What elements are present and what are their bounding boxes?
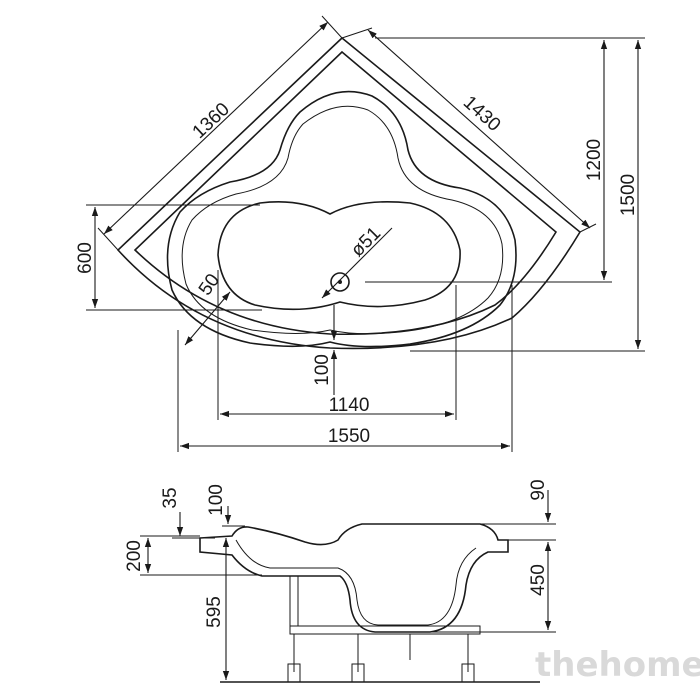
dim-rim-200: 200	[124, 540, 145, 572]
dim-width-inner: 1140	[329, 395, 370, 416]
dim-drain-diameter: ø51	[347, 223, 385, 261]
tub-basin	[217, 201, 461, 311]
dim-depth-600: 600	[75, 242, 96, 274]
dim-rim-50: 50	[195, 270, 224, 299]
side-view: 35 100 200 595 90 450	[124, 479, 556, 683]
watermark-logo: thehome	[535, 645, 700, 685]
dim-depth-450: 450	[528, 564, 549, 596]
dim-rim-100: 100	[206, 484, 227, 516]
tub-side-profile	[199, 523, 509, 633]
tub-side-inner	[235, 539, 477, 626]
support-legs	[287, 575, 475, 683]
dim-height-595: 595	[204, 596, 225, 628]
dim-offset-100: 100	[312, 354, 333, 386]
dim-rim-90: 90	[528, 479, 549, 500]
dim-height-outer: 1500	[618, 174, 639, 216]
dim-side-left: 1360	[189, 99, 234, 143]
drain-circle	[330, 272, 350, 292]
dim-height-inner: 1200	[584, 139, 605, 181]
dim-rim-35: 35	[160, 487, 181, 508]
plan-view: 1360 1430 1200 1500 600 50 ø51 100	[75, 15, 645, 452]
dim-width-outer: 1550	[328, 426, 370, 447]
dim-side-right: 1430	[459, 92, 504, 136]
support-frame	[289, 625, 481, 635]
